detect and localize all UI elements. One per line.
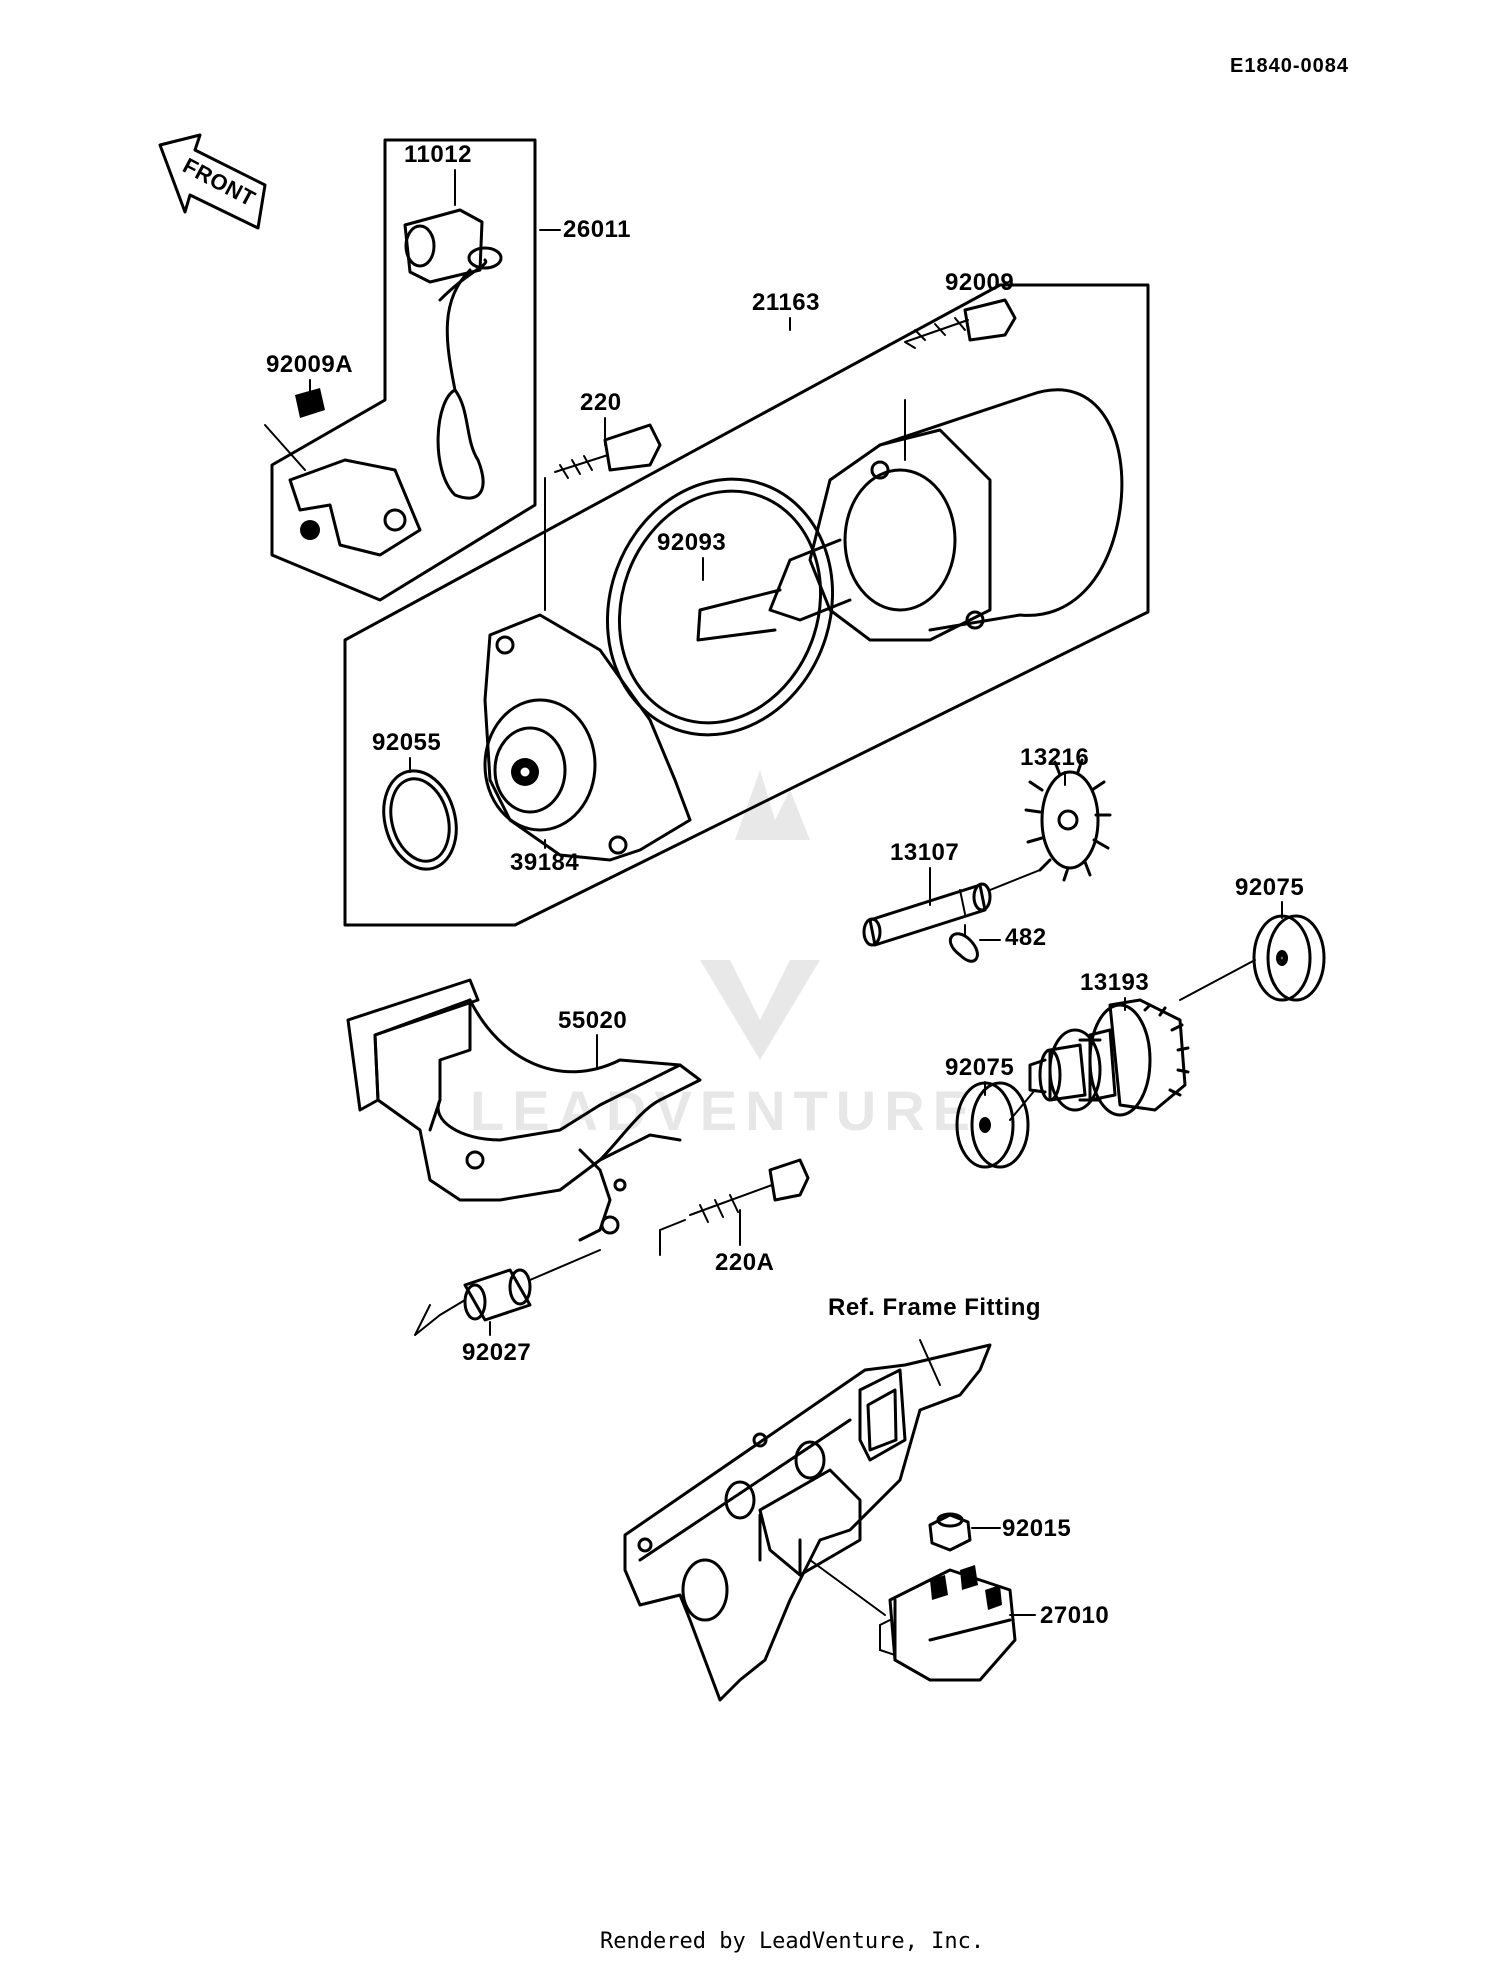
label-92009: 92009 [945,269,1014,296]
front-arrow-icon: FRONT [158,133,267,230]
label-26011: 26011 [563,216,631,243]
label-39184: 39184 [510,849,579,876]
shaft-13107 [862,869,1041,947]
ref-frame-fitting-label: Ref. Frame Fitting [828,1294,1041,1321]
label-220: 220 [580,389,622,416]
gear-13216 [1024,758,1112,882]
label-92027: 92027 [462,1339,531,1366]
cable-boot-11012 [403,208,484,284]
starter-motor-group [343,283,1150,927]
label-92055: 92055 [372,729,441,756]
cable-assembly-group [264,138,537,602]
label-55020: 55020 [558,1007,627,1034]
starter-relay-27010 [809,1559,1017,1682]
collar-92027 [414,1249,601,1336]
label-21163: 21163 [752,289,820,316]
bolt-220A [659,1158,810,1256]
label-27010: 27010 [1040,1602,1109,1629]
label-13107: 13107 [890,839,959,866]
washer-92075-upper [1252,914,1326,1002]
diagram-code: E1840-0084 [1230,55,1349,77]
frame-fitting-bracket [623,1339,992,1702]
label-92015: 92015 [1002,1515,1071,1542]
label-92009A: 92009A [266,351,353,378]
label-92075-upper: 92075 [1235,874,1304,901]
label-92093: 92093 [657,529,726,556]
label-482: 482 [1005,924,1047,951]
label-92075-lower: 92075 [945,1054,1014,1081]
circlip-482 [948,924,979,963]
nut-92015 [928,1512,1001,1552]
label-220A: 220A [715,1249,774,1276]
cover-55020 [346,978,702,1242]
watermark-logo: LEADVENTURE [470,770,970,1142]
label-13193: 13193 [1080,969,1149,996]
footer-credit: Rendered by LeadVenture, Inc. [600,1929,984,1954]
motor-shaft [696,588,782,642]
starter-clutch-13193 [1028,959,1256,1117]
label-13216: 13216 [1020,744,1089,771]
label-11012: 11012 [404,141,472,168]
